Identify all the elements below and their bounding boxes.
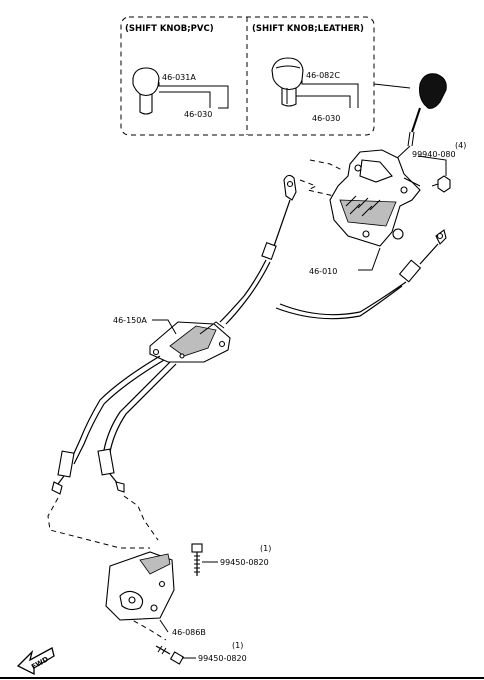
- nut-99940-080: [431, 175, 451, 193]
- inset-header-pvc: (SHIFT KNOB;PVC): [125, 24, 214, 34]
- cable-bracket-46-150A: [149, 321, 231, 363]
- label-99450-0820-upper-qty: (1): [260, 544, 271, 553]
- label-99940-080-qty: (4): [455, 141, 466, 150]
- cable-end-lower-left: [51, 450, 75, 495]
- fwd-label: FWD: [30, 655, 50, 671]
- cable-bracket-46-086B: [105, 551, 175, 621]
- installed-shift-knob: [407, 73, 447, 147]
- cable-end-right: [275, 229, 447, 320]
- label-46-030-leather: 46-030: [312, 114, 340, 123]
- label-46-010: 46-010: [309, 267, 337, 276]
- label-46-082C: 46-082C: [306, 71, 340, 80]
- cable-end-upper-left: [261, 174, 297, 260]
- label-46-031A: 46-031A: [162, 73, 196, 82]
- cable-end-lower-right: [97, 448, 125, 493]
- shift-lever-assembly: [329, 145, 421, 247]
- label-99450-0820-upper: 99450-0820: [220, 558, 269, 567]
- label-99940-080: 99940-080: [412, 150, 456, 159]
- knob-pvc-drawing: [132, 67, 160, 115]
- label-46-030-pvc: 46-030: [184, 110, 212, 119]
- bolt-99450-0820-lower: [155, 645, 185, 665]
- inset-header-leather: (SHIFT KNOB;LEATHER): [252, 24, 364, 34]
- label-46-086B: 46-086B: [172, 628, 206, 637]
- forward-direction-arrow-icon: FWD: [16, 647, 55, 676]
- bolt-99450-0820-upper: [191, 543, 203, 576]
- label-46-150A: 46-150A: [113, 316, 147, 325]
- label-99450-0820-lower: 99450-0820: [198, 654, 247, 663]
- label-99450-0820-lower-qty: (1): [232, 641, 243, 650]
- knob-leather-drawing: [271, 57, 304, 107]
